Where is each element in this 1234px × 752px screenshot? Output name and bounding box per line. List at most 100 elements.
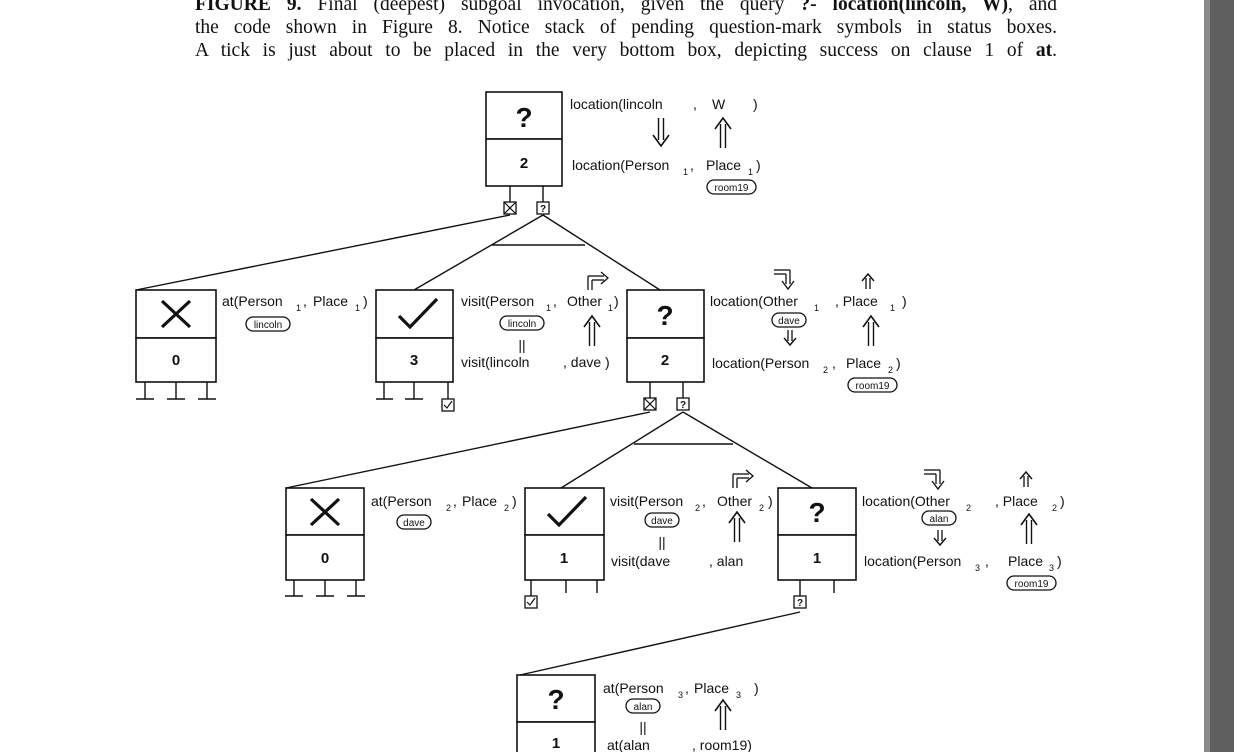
svg-text:1: 1: [748, 167, 753, 177]
clause-number: 0: [172, 352, 180, 369]
svg-text:1: 1: [890, 303, 895, 313]
svg-text:): ): [363, 293, 368, 309]
exit-arrow-icon: [714, 699, 732, 731]
svg-text:, dave ): , dave ): [563, 354, 610, 370]
loc2-head-pred: location(Person: [712, 355, 809, 371]
svg-text:room19: room19: [715, 183, 749, 194]
svg-text:3: 3: [975, 563, 980, 573]
goal-box-top: ? 2 ?: [485, 91, 563, 215]
svg-text:Place: Place: [846, 355, 881, 371]
binding-bubble: [847, 377, 898, 393]
at3-fact-pred: at(alan: [607, 737, 650, 752]
redo-arrow-icon: [732, 469, 754, 489]
svg-text:Place: Place: [462, 493, 497, 509]
loc2-goal-pred: location(Other: [710, 293, 798, 309]
binding-bubble: [771, 312, 807, 328]
unify-equals: ||: [518, 337, 525, 353]
svg-text:): ): [1060, 493, 1065, 509]
status-question: ?: [515, 102, 532, 133]
svg-text:): ): [753, 96, 758, 112]
binding-bubble: [706, 179, 757, 195]
svg-text:,: ,: [985, 553, 989, 569]
svg-text:Place: Place: [694, 680, 729, 696]
call-arrow-icon: [933, 529, 947, 546]
redo-arrow-icon: [587, 271, 609, 291]
clause-number: 0: [321, 550, 329, 567]
binding-bubble: [499, 315, 545, 331]
svg-text:Other: Other: [717, 493, 752, 509]
goal-box-at-1: 0: [135, 289, 217, 400]
status-question: ?: [808, 497, 825, 528]
clause-number: 1: [560, 550, 568, 567]
visit1-fact-pred: visit(lincoln: [461, 354, 529, 370]
svg-text:1: 1: [546, 303, 551, 313]
and-or-tree-diagram: ? 2 ? location(lincoln , W ) location(Pe…: [135, 91, 1065, 752]
redo-call-arrow-icon: [923, 469, 945, 490]
svg-text:Place: Place: [1008, 553, 1043, 569]
clause-number: 2: [520, 155, 528, 172]
clause-number: 1: [813, 550, 821, 567]
svg-text:,: ,: [553, 293, 557, 309]
exit-arrow-icon: [862, 315, 880, 347]
exit-arrow-icon: [1020, 513, 1038, 545]
svg-text:2: 2: [759, 503, 764, 513]
svg-text:, Place: , Place: [995, 493, 1038, 509]
svg-text:): ): [896, 355, 901, 371]
svg-text:2: 2: [966, 503, 971, 513]
goal-box-location-3: ? 1 ?: [777, 487, 857, 609]
exit-arrow-icon: [1019, 471, 1033, 488]
svg-text:2: 2: [823, 365, 828, 375]
svg-text:lincoln: lincoln: [254, 320, 282, 331]
exit-arrow-icon: [583, 315, 601, 347]
svg-text:?: ?: [680, 400, 686, 411]
unify-equals: ||: [639, 719, 646, 735]
pending-port-icon: [676, 397, 690, 411]
binding-bubble: [396, 514, 432, 530]
goal-box-at-2: 0: [285, 487, 365, 597]
svg-text:3: 3: [678, 690, 683, 700]
svg-text:2: 2: [504, 503, 509, 513]
svg-text:, alan: , alan: [709, 553, 743, 569]
svg-text:dave: dave: [403, 518, 425, 529]
binding-bubble: [245, 316, 291, 332]
call-arrow-icon: [783, 329, 797, 346]
goal-box-visit-2: 1: [524, 487, 605, 609]
top-goal-var: W: [712, 96, 726, 112]
ticked-port-icon: [441, 398, 455, 412]
clause-number: 1: [552, 735, 560, 752]
exit-arrow-icon: [861, 273, 875, 290]
svg-text:alan: alan: [930, 514, 949, 525]
svg-text:room19: room19: [1015, 579, 1049, 590]
exit-arrow-icon: [728, 511, 746, 543]
goal-box-location-2: ? 2 ?: [626, 289, 705, 411]
success-tick-icon: [397, 297, 439, 330]
visit2-fact-pred: visit(dave: [611, 553, 670, 569]
failed-cross-icon: [160, 299, 192, 329]
svg-text:1: 1: [355, 303, 360, 313]
svg-text:1: 1: [814, 303, 819, 313]
goal-box-visit-1: 3: [375, 289, 455, 412]
svg-text:Place: Place: [313, 293, 348, 309]
status-question: ?: [547, 684, 564, 715]
caption-line-1: FIGURE 9. Final (deepest) subgoal invoca…: [195, 0, 1058, 15]
svg-text:3: 3: [1049, 563, 1054, 573]
exit-arrow-icon: [714, 117, 732, 149]
loc3-goal-pred: location(Other: [862, 493, 950, 509]
svg-text:, room19): , room19): [692, 737, 752, 752]
svg-text:alan: alan: [634, 702, 653, 713]
binding-bubble: [625, 698, 661, 714]
visit2-head-pred: visit(Person: [610, 493, 683, 509]
svg-text:,: ,: [690, 157, 694, 173]
ticked-port-icon: [524, 595, 538, 609]
svg-text:1: 1: [608, 303, 613, 313]
scrollbar-edge: [1204, 0, 1210, 752]
svg-text:2: 2: [695, 503, 700, 513]
svg-text:2: 2: [446, 503, 451, 513]
loc3-head-pred: location(Person: [864, 553, 961, 569]
svg-text:): ): [902, 293, 907, 309]
caption-line-2: the code shown in Figure 8. Notice stack…: [195, 17, 1057, 38]
svg-text:): ): [512, 493, 517, 509]
success-tick-icon: [546, 495, 588, 528]
tree-edges: [135, 214, 813, 676]
svg-text:3: 3: [736, 690, 741, 700]
